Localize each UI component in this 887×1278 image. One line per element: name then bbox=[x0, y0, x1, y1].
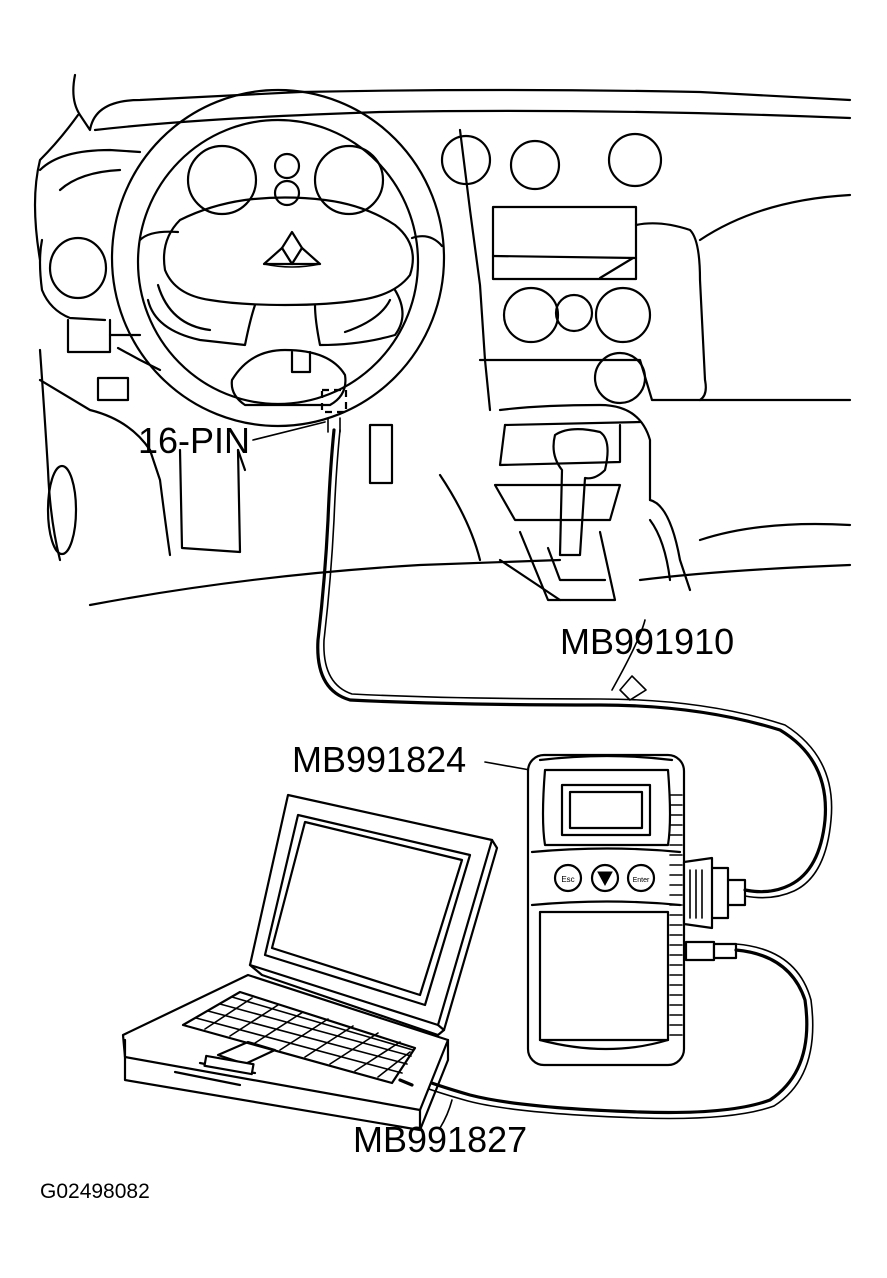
mitsubishi-logo-icon bbox=[262, 230, 322, 268]
laptop bbox=[121, 793, 499, 1132]
figure-id: G02498082 bbox=[40, 1180, 150, 1203]
steering-wheel bbox=[110, 88, 446, 428]
svg-text:Enter: Enter bbox=[633, 877, 650, 884]
svg-text:Esc: Esc bbox=[561, 875, 574, 884]
cable-mb991910 bbox=[316, 428, 833, 899]
label-16-pin: 16-PIN bbox=[138, 420, 250, 461]
keyboard bbox=[181, 990, 417, 1085]
label-mb991827: MB991827 bbox=[353, 1119, 527, 1160]
esc-button: Esc bbox=[553, 863, 583, 893]
label-mb991910: MB991910 bbox=[560, 621, 734, 662]
interface-unit-mb991824: Esc Enter bbox=[484, 753, 747, 1067]
side-grip bbox=[669, 794, 683, 1036]
down-arrow-icon bbox=[590, 863, 620, 893]
usb-plug bbox=[684, 940, 738, 962]
label-mb991824: MB991824 bbox=[292, 739, 466, 780]
db-connector bbox=[682, 856, 747, 930]
diagnostic-connector bbox=[252, 388, 348, 441]
dashboard bbox=[33, 73, 852, 607]
enter-button: Enter bbox=[626, 863, 656, 893]
cable-mb991827 bbox=[406, 943, 814, 1129]
